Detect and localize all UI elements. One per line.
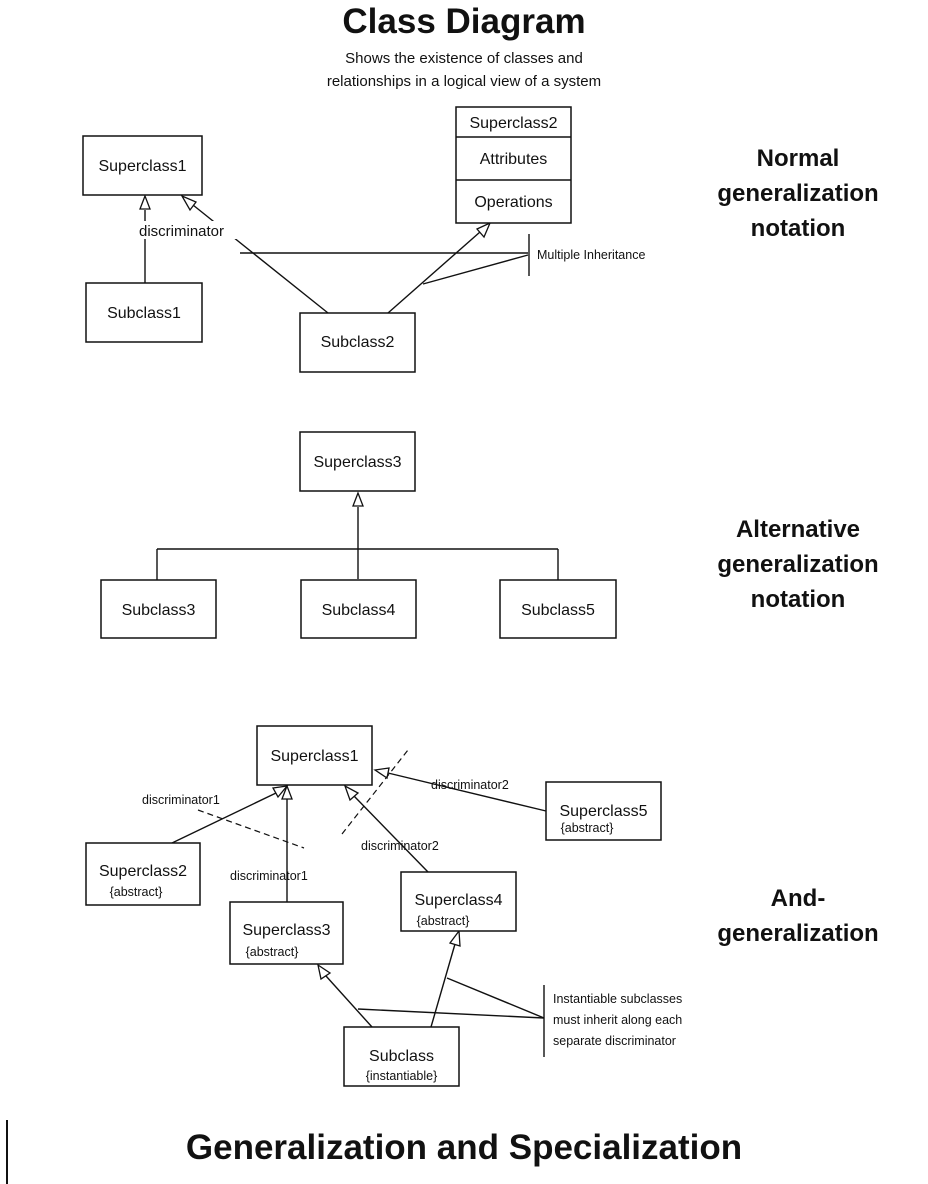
page-edge-mark	[6, 1120, 8, 1184]
superclass5-abstract-tag: {abstract}	[561, 821, 614, 835]
label-background	[139, 221, 247, 239]
section-label-alternative-line-3: notation	[750, 586, 846, 613]
subclass5-box	[499, 579, 617, 639]
superclass2-to-superclass1-edge	[171, 792, 277, 844]
subclass4-name: Subclass4	[322, 602, 396, 619]
note-line-2: must inherit along each	[553, 1013, 682, 1027]
subclass1-name: Subclass1	[107, 305, 181, 322]
discriminator-label: discriminator	[139, 223, 224, 240]
superclass5-to-superclass1-edge	[387, 772, 547, 812]
multiple-inheritance-link-lower	[422, 254, 529, 285]
superclass5-name: Superclass5	[559, 803, 647, 820]
superclass3-name: Superclass3	[313, 454, 401, 471]
superclass4-abstract-tag: {abstract}	[417, 914, 470, 928]
superclass5-box	[545, 781, 662, 841]
discriminator1-label: discriminator1	[142, 793, 220, 807]
generalization-arrowhead	[475, 221, 492, 239]
generalization-arrowhead	[281, 784, 293, 800]
superclass3-abstract-tag: {abstract}	[246, 945, 299, 959]
generalization-arrowhead	[271, 785, 289, 799]
generalization-arrowhead	[373, 767, 390, 780]
discriminator2-separator	[341, 749, 409, 835]
generalization-arrowhead	[139, 194, 151, 210]
section-label-alternative-line-2: generalization	[717, 551, 879, 578]
superclass1-name: Superclass1	[270, 748, 358, 765]
note-line-3: separate discriminator	[553, 1034, 676, 1048]
section-label-alternative: Alternative generalization notation	[690, 512, 906, 617]
superclass3-box	[299, 431, 416, 492]
superclass4-name: Superclass4	[414, 892, 502, 909]
subclass3-name: Subclass3	[122, 602, 196, 619]
section-label-and-line-1: And-	[770, 885, 826, 912]
subclass-to-superclass3-edge	[325, 975, 373, 1028]
discriminator2-label: discriminator2	[361, 839, 439, 853]
discriminator1-separator	[197, 809, 305, 849]
page-title: Class Diagram	[342, 2, 586, 41]
subclass-box	[343, 1026, 460, 1087]
subclass2-box	[299, 312, 416, 373]
note-link-upper	[357, 1008, 545, 1019]
subclass1-box	[85, 282, 203, 343]
discriminator2-label: discriminator2	[431, 778, 509, 792]
subclass5-name: Subclass5	[521, 602, 595, 619]
subclass3-box	[100, 579, 217, 639]
subclass2-to-superclass2-edge	[387, 231, 481, 314]
subclass4-box	[300, 579, 417, 639]
discriminator1-label: discriminator1	[230, 869, 308, 883]
superclass2-name: Superclass2	[99, 863, 187, 880]
normal-generalization-diagram: Multiple Inheritance discriminator Super…	[82, 106, 645, 373]
note-line-1: Instantiable subclasses	[553, 992, 682, 1006]
bottom-title: Generalization and Specialization	[185, 1128, 743, 1167]
subtitle-line-1: Shows the existence of classes and	[345, 50, 583, 67]
section-label-normal-line-3: notation	[750, 215, 846, 242]
multiple-inheritance-label: Multiple Inheritance	[537, 248, 645, 262]
subclass-instantiable-tag: {instantiable}	[366, 1069, 438, 1083]
subclass-to-superclass4-edge	[430, 943, 456, 1028]
section-label-normal-line-2: generalization	[717, 180, 879, 207]
generalization-arrowhead	[352, 491, 364, 507]
superclass1-box	[82, 135, 203, 196]
note-link-lower	[446, 977, 545, 1019]
superclass2-box	[455, 106, 572, 224]
superclass2-abstract-tag: {abstract}	[110, 885, 163, 899]
subclass-name: Subclass	[369, 1048, 434, 1065]
superclass4-to-superclass1-edge	[353, 795, 429, 873]
section-label-and-line-2: generalization	[717, 920, 879, 947]
superclass2-box	[85, 842, 201, 906]
alternative-generalization-diagram: Superclass3 Subclass3 Subclass4 Subclass…	[100, 431, 617, 639]
generalization-arrowhead	[343, 784, 360, 802]
section-label-alternative-line-1: Alternative	[735, 516, 861, 543]
subclass2-name: Subclass2	[321, 334, 395, 351]
superclass3-name: Superclass3	[242, 922, 330, 939]
superclass4-box	[400, 871, 517, 932]
and-generalization-diagram: Instantiable subclasses must inherit alo…	[85, 725, 682, 1087]
generalization-arrowhead	[448, 929, 461, 947]
subtitle-line-2: relationships in a logical view of a sys…	[326, 73, 602, 90]
section-label-and: And- generalization	[690, 881, 906, 951]
superclass3-box	[229, 901, 344, 965]
section-label-normal: Normal generalization notation	[690, 141, 906, 246]
generalization-arrowhead	[317, 963, 332, 981]
operations-compartment: Operations	[474, 194, 552, 211]
superclass1-name: Superclass1	[98, 158, 186, 175]
generalization-arrowhead	[180, 194, 198, 212]
superclass1-box	[256, 725, 373, 786]
section-label-normal-line-1: Normal	[756, 145, 840, 172]
attributes-compartment: Attributes	[480, 151, 548, 168]
superclass2-name: Superclass2	[469, 115, 557, 132]
